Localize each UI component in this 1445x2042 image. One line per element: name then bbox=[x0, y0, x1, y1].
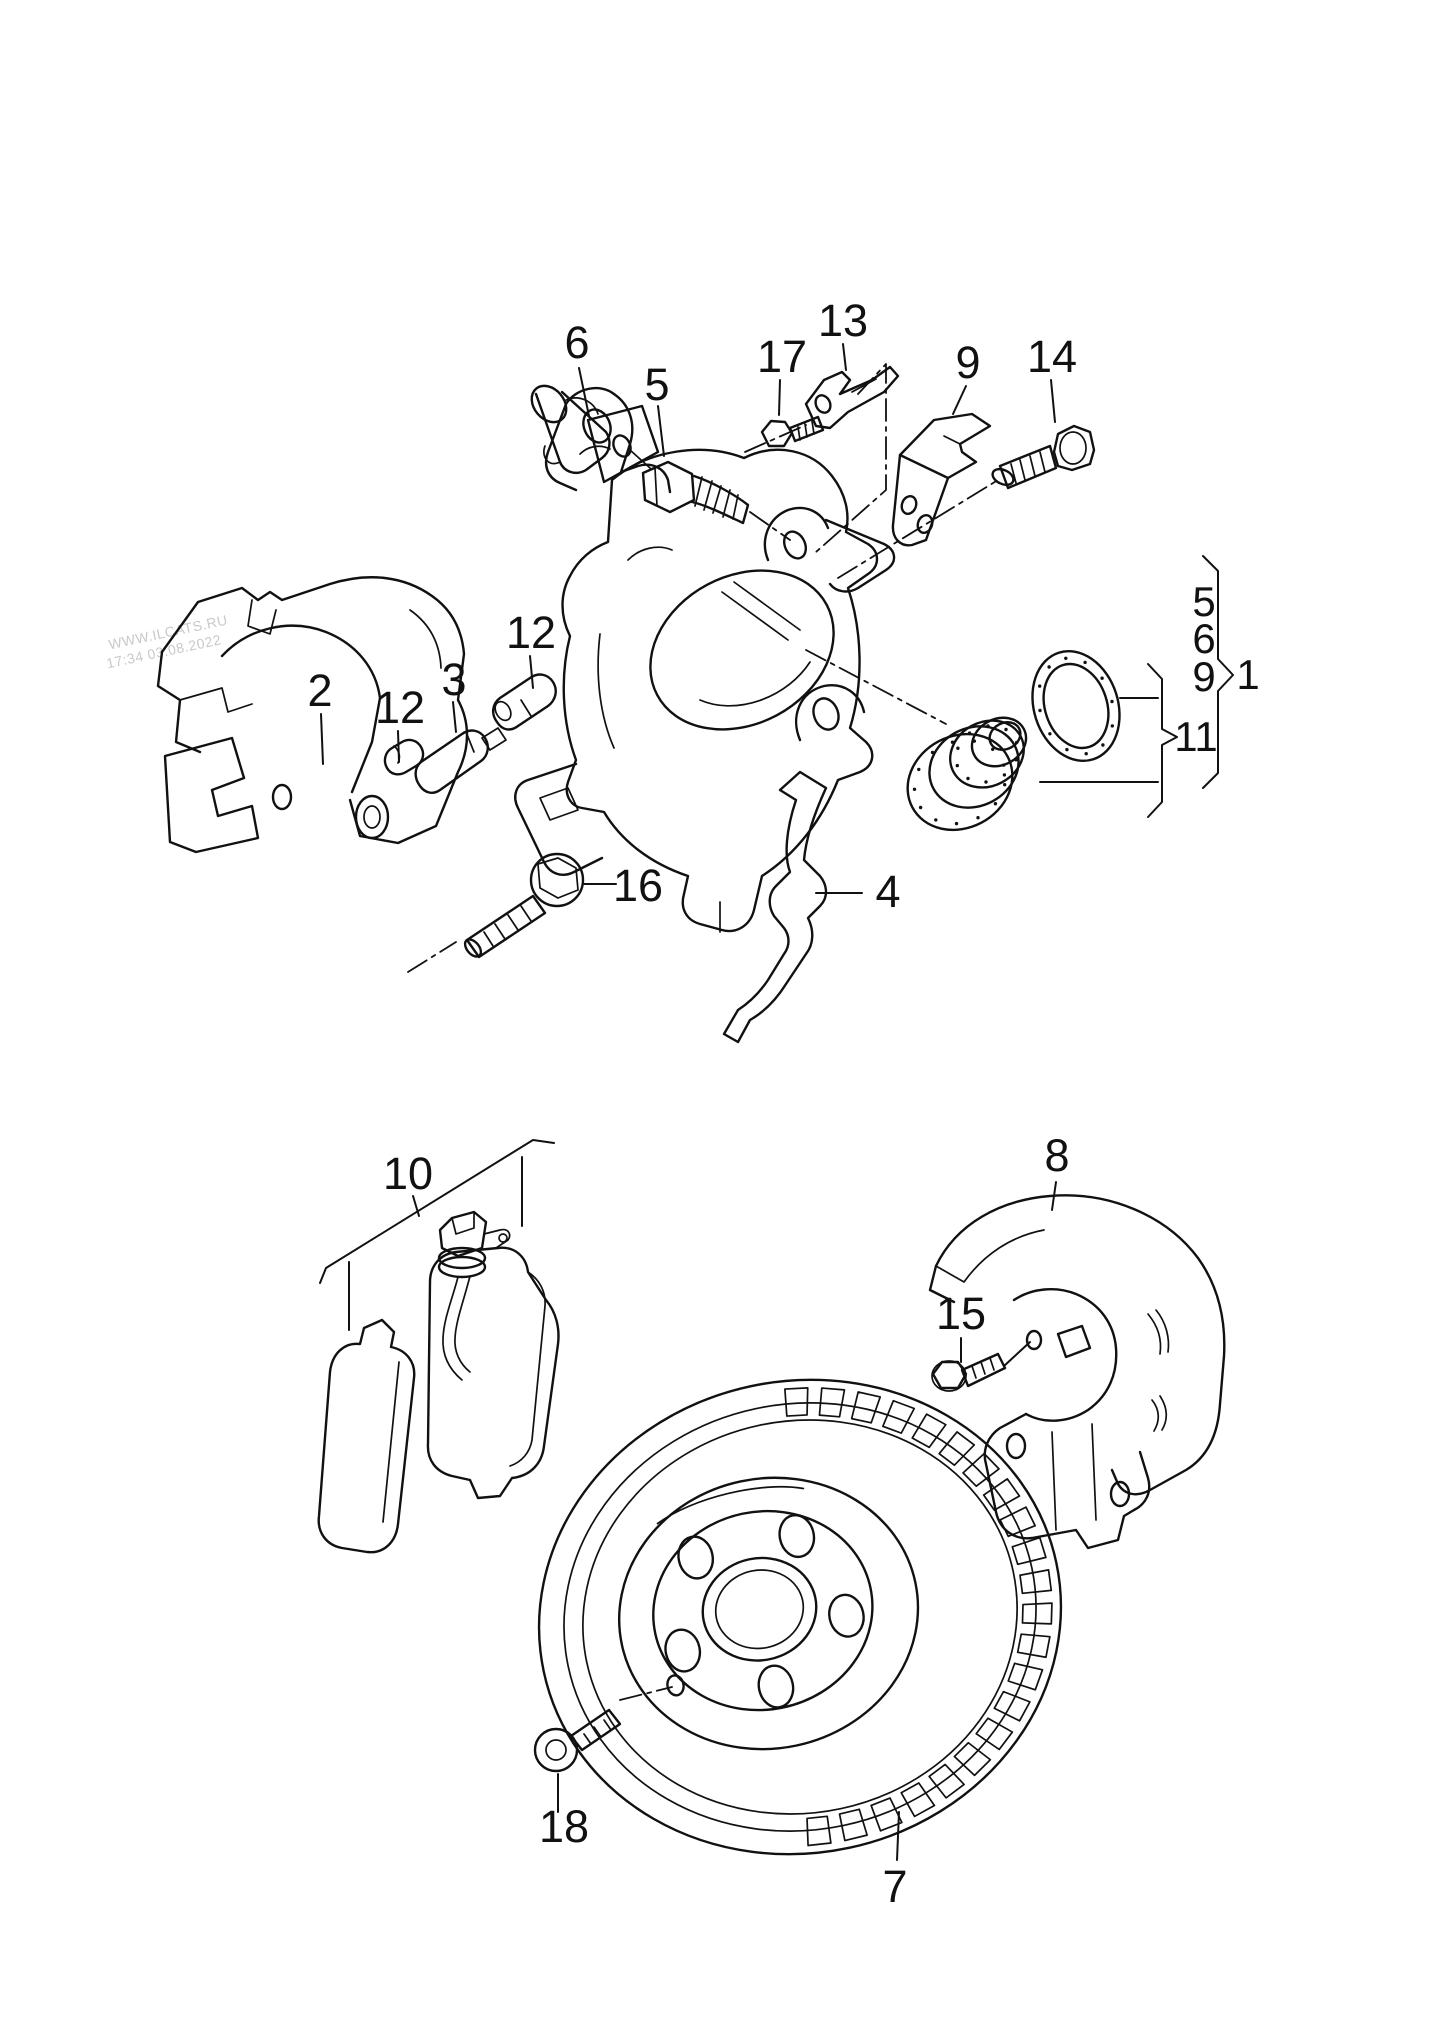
part-caliper-housing bbox=[514, 386, 896, 933]
leader-lines bbox=[319, 343, 1234, 1861]
callout-6: 6 bbox=[564, 317, 589, 368]
callout-9: 9 bbox=[955, 337, 980, 388]
part-brake-pad-outer bbox=[426, 1246, 560, 1500]
callout-17: 17 bbox=[757, 331, 807, 382]
callout-16: 16 bbox=[613, 860, 663, 911]
part-wear-sensor bbox=[437, 1210, 511, 1381]
callout-2: 2 bbox=[307, 665, 332, 716]
callout-group-11: 11 bbox=[1174, 713, 1218, 760]
axis-line bbox=[629, 449, 651, 469]
callout-group-6: 6 bbox=[1192, 615, 1215, 662]
callout-8: 8 bbox=[1044, 1130, 1069, 1181]
callout-5: 5 bbox=[644, 359, 669, 410]
part-retaining-spring bbox=[722, 770, 828, 1044]
part-brake-carrier bbox=[156, 576, 469, 854]
part-brake-disc bbox=[537, 1378, 1063, 1856]
part-bushing-upper bbox=[492, 673, 557, 731]
part-guide-pin bbox=[414, 727, 507, 794]
part-sensor-bolt bbox=[641, 460, 750, 525]
callout-12-upper: 12 bbox=[506, 607, 556, 658]
part-housing-bolt bbox=[991, 424, 1096, 490]
part-retainer-clip bbox=[804, 365, 900, 430]
callout-3: 3 bbox=[441, 654, 466, 705]
watermark: WWW.ILCATS.RU 17:34 03.08.2022 bbox=[105, 612, 229, 672]
part-splash-shield bbox=[928, 1194, 1226, 1550]
callout-18: 18 bbox=[539, 1801, 589, 1852]
part-disc-screw bbox=[533, 1708, 622, 1773]
part-shield-bolt bbox=[931, 1352, 1007, 1392]
part-brake-pad-inner bbox=[317, 1318, 416, 1554]
callout-13: 13 bbox=[818, 295, 868, 346]
callout-15: 15 bbox=[936, 1288, 986, 1339]
callout-7: 7 bbox=[882, 1861, 907, 1912]
callout-group-9: 9 bbox=[1192, 653, 1215, 700]
center-lines bbox=[407, 363, 999, 1701]
callout-4: 4 bbox=[875, 866, 900, 917]
callout-12-lower: 12 bbox=[375, 682, 425, 733]
callout-group-5: 5 bbox=[1192, 578, 1215, 625]
part-piston-seal bbox=[1031, 649, 1121, 763]
callout-14: 14 bbox=[1027, 331, 1077, 382]
part-holder-bracket bbox=[891, 412, 992, 547]
part-piston-boot bbox=[906, 716, 1028, 832]
callout-10: 10 bbox=[383, 1148, 433, 1199]
callout-group-1: 1 bbox=[1236, 651, 1259, 698]
part-carrier-bolt bbox=[463, 852, 585, 959]
